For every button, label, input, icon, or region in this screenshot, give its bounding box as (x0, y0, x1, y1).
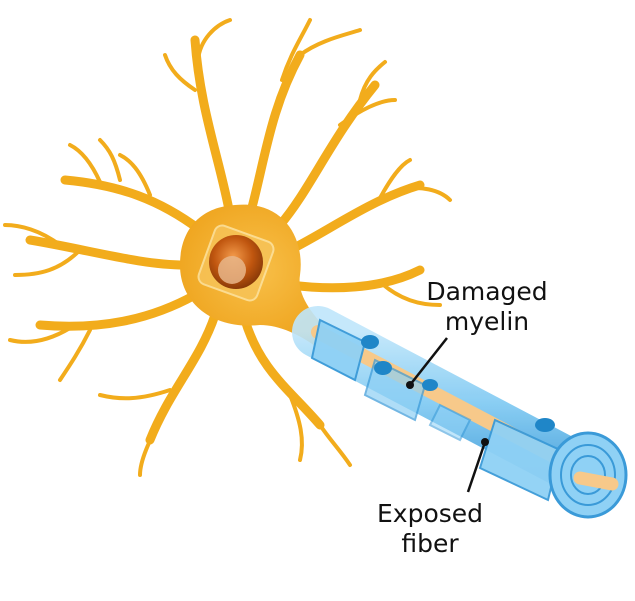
exposed-fiber-label-line2: fiber (401, 529, 459, 558)
myelin-segment-damaged (363, 358, 427, 422)
dendrites (3, 18, 452, 477)
cell-body (180, 204, 330, 348)
myelin-segment (478, 418, 562, 502)
axon (292, 306, 628, 519)
myelin-fragment (428, 403, 472, 442)
label-leader-lines (406, 337, 489, 493)
damaged-myelin-label-line2: myelin (445, 307, 529, 336)
damaged-myelin-label-line1: Damaged (426, 277, 547, 306)
axon-cross-section (548, 431, 628, 519)
schwann-nuclei (361, 335, 555, 432)
nucleolus (218, 256, 246, 284)
myelin-segment (310, 318, 367, 382)
exposed-fiber-label-line1: Exposed (377, 499, 483, 528)
